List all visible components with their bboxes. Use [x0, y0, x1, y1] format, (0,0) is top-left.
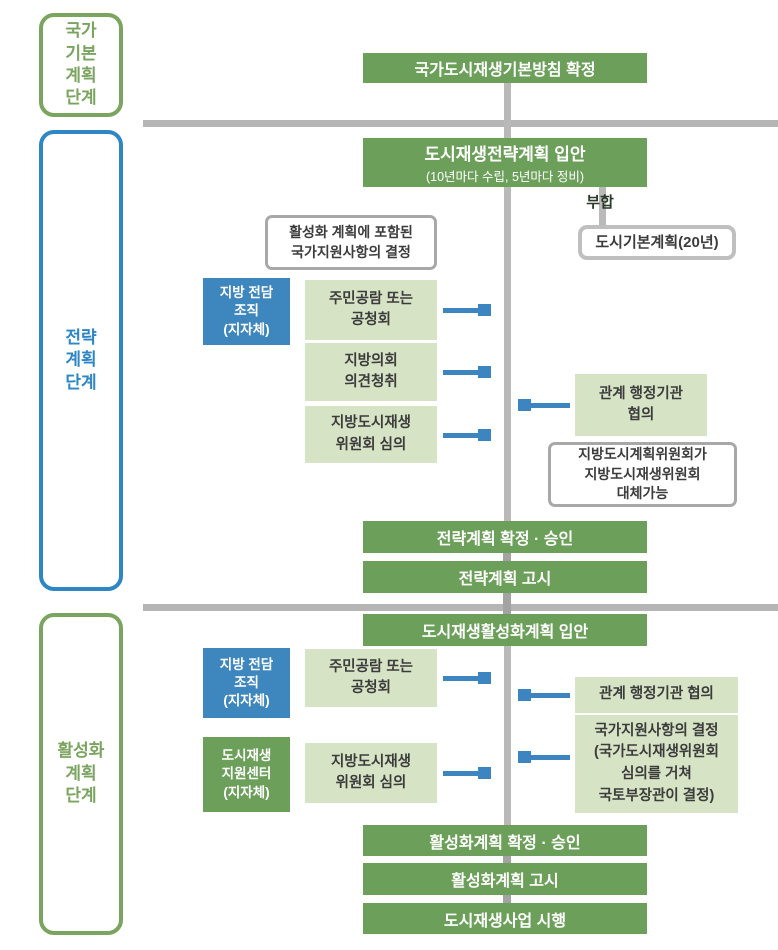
arrow-bar — [443, 433, 480, 438]
strategy-plan-notice-box: 전략계획 고시 — [363, 561, 647, 593]
arrow-head-icon — [478, 767, 491, 779]
national-support-decision-box: 국가지원사항의 결정 (국가도시재생위원회 심의를 거쳐 국토부장관이 결정) — [575, 715, 738, 813]
step-public-hearing-strategy: 주민공람 또는 공청회 — [305, 280, 437, 340]
arrow-head-icon — [478, 429, 491, 441]
arrow-bar — [529, 693, 570, 698]
stage-divider-top — [143, 120, 778, 127]
step-public-hearing-activation: 주민공람 또는 공청회 — [305, 649, 437, 707]
arrow-bar — [529, 403, 570, 408]
strategy-plan-initiate-box: 도시재생전략계획 입안 (10년마다 수립, 5년마다 정비) — [363, 138, 647, 187]
flow-arrow-committee-review-strategy — [443, 429, 491, 441]
agency-consult-box-strategy: 관계 행정기관 협의 — [575, 374, 707, 436]
project-implementation-box: 도시재생사업 시행 — [363, 903, 647, 934]
strategy-plan-initiate-title: 도시재생전략계획 입안 — [424, 145, 586, 164]
arrow-head-icon — [518, 751, 531, 763]
flow-line-strategy — [504, 187, 511, 521]
flow-line-activation — [504, 646, 511, 825]
flow-connector-1 — [503, 553, 511, 561]
arrow-bar — [443, 370, 480, 375]
flow-line-top — [504, 83, 511, 138]
support-center-org-box: 도시재생 지원센터 (지자체) — [203, 737, 290, 812]
activation-plan-confirm-box: 활성화계획 확정 · 승인 — [363, 825, 647, 856]
arrow-head-icon — [478, 304, 491, 316]
flow-connector-2 — [503, 593, 511, 614]
arrow-bar — [443, 308, 480, 313]
flow-arrow-agency-consult-activation — [518, 689, 570, 701]
arrow-head-icon — [478, 672, 491, 684]
step-council-opinion: 지방의회 의견청취 — [305, 343, 437, 401]
flow-arrow-public-hearing-activation — [443, 672, 491, 684]
step-committee-review-strategy: 지방도시재생 위원회 심의 — [305, 406, 437, 463]
arrow-head-icon — [518, 689, 531, 701]
conform-label: 부합 — [586, 193, 614, 211]
activation-plan-initiate-box: 도시재생활성화계획 입안 — [363, 614, 647, 646]
national-support-note-box: 활성화 계획에 포함된 국가지원사항의 결정 — [265, 215, 437, 270]
stage-label-strategy: 전략 계획 단계 — [39, 130, 123, 591]
flow-arrow-public-hearing-strategy — [443, 304, 491, 316]
local-dedicated-org-box-strategy: 지방 전담 조직 (지자체) — [203, 278, 290, 345]
arrow-head-icon — [518, 399, 531, 411]
agency-consult-box-activation: 관계 행정기관 협의 — [575, 677, 738, 713]
committee-substitute-note-box: 지방도시계획위원회가 지방도시재생위원회 대체가능 — [548, 442, 737, 507]
national-basic-policy-box: 국가도시재생기본방침 확정 — [363, 53, 647, 83]
arrow-bar — [443, 771, 480, 776]
stage-divider-bottom — [143, 604, 778, 611]
arrow-bar — [443, 676, 480, 681]
local-dedicated-org-box-activation: 지방 전담 조직 (지자체) — [203, 648, 290, 718]
arrow-bar — [529, 755, 570, 760]
stage-label-national: 국가 기본 계획 단계 — [39, 13, 123, 117]
flow-arrow-council-opinion — [443, 366, 491, 378]
arrow-head-icon — [478, 366, 491, 378]
flow-arrow-agency-consult-strategy — [518, 399, 570, 411]
city-master-plan-box: 도시기본계획(20년) — [578, 225, 736, 260]
flow-connector-3 — [503, 855, 511, 863]
conform-branch-line — [599, 187, 606, 225]
step-committee-review-activation: 지방도시재생 위원회 심의 — [305, 743, 437, 803]
flow-connector-4 — [503, 895, 511, 903]
flow-arrow-support-decision — [518, 751, 570, 763]
flow-arrow-committee-review-activation — [443, 767, 491, 779]
activation-plan-notice-box: 활성화계획 고시 — [363, 863, 647, 895]
stage-label-activation: 활성화 계획 단계 — [39, 613, 123, 935]
strategy-plan-initiate-subtitle: (10년마다 수립, 5년마다 정비) — [425, 170, 585, 184]
strategy-plan-confirm-box: 전략계획 확정 · 승인 — [363, 521, 647, 553]
